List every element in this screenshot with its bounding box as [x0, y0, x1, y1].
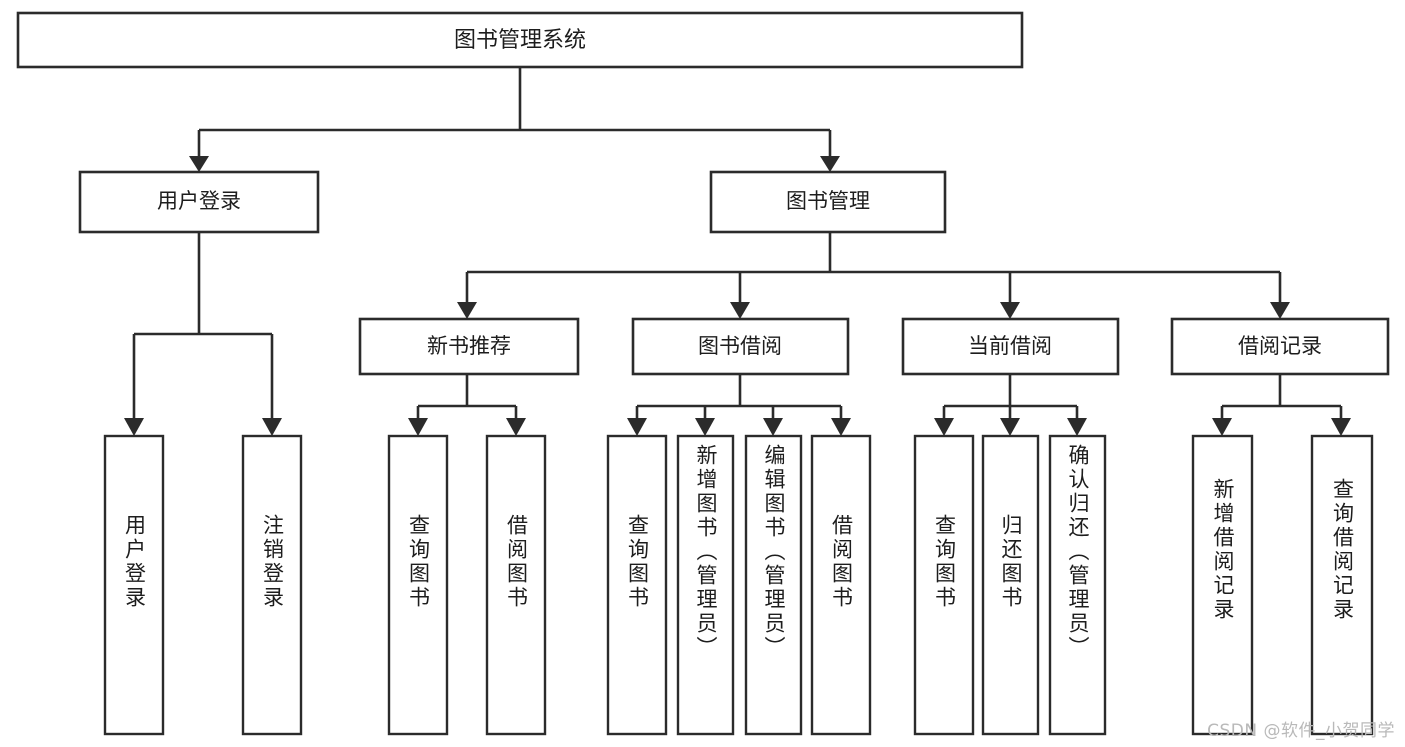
node-book-manage-label: 图书管理 [786, 189, 870, 213]
leaf-rect-bb-borrow-book[interactable] [810, 434, 872, 736]
leaf-rect-cb-query-book[interactable] [913, 434, 975, 736]
node-current-borrow-label: 当前借阅 [968, 334, 1052, 358]
arrowhead-nb-leaf2 [506, 418, 526, 436]
leaf-rect-cb-return-book[interactable] [981, 434, 1040, 736]
node-book-borrow-rect[interactable] [631, 317, 850, 376]
leaf-rect-bb-query-book[interactable] [606, 434, 668, 736]
leaf-rect-logout[interactable] [241, 434, 303, 736]
arrowhead-new-book [457, 302, 477, 319]
node-new-book-label: 新书推荐 [427, 334, 511, 358]
node-borrow-record-label: 借阅记录 [1238, 334, 1322, 358]
node-root-rect[interactable] [16, 11, 1024, 69]
leaf-rect-br-add-record[interactable] [1191, 434, 1254, 736]
arrowhead-bb-leaf2 [695, 418, 715, 436]
node-book-borrow[interactable]: 图书借阅 [631, 317, 850, 376]
arrowhead-cb-leaf3 [1067, 418, 1087, 436]
arrowhead-leaf-user-login [124, 418, 144, 436]
arrowhead-book-manage [820, 156, 840, 172]
arrowhead-bb-leaf1 [627, 418, 647, 436]
arrowhead-br-leaf1 [1212, 418, 1232, 436]
leaf-rect-nb-query-book[interactable] [387, 434, 449, 736]
leaf-rect-user-login[interactable] [103, 434, 165, 736]
leaf-rect-br-query-record[interactable] [1310, 434, 1374, 736]
node-borrow-record[interactable]: 借阅记录 [1170, 317, 1390, 376]
node-current-borrow[interactable]: 当前借阅 [901, 317, 1120, 376]
arrowhead-borrow-record [1270, 302, 1290, 319]
arrowhead-user-login [189, 156, 209, 172]
leaf-box-group [103, 434, 1374, 736]
arrowhead-cb-leaf1 [934, 418, 954, 436]
arrowhead-current-borrow [1000, 302, 1020, 319]
node-user-login-label: 用户登录 [157, 189, 241, 213]
node-book-manage-rect[interactable] [709, 170, 947, 234]
node-root[interactable]: 图书管理系统 [16, 11, 1024, 69]
node-book-borrow-label: 图书借阅 [698, 334, 782, 358]
arrowhead-nb-leaf1 [408, 418, 428, 436]
arrowhead-br-leaf2 [1331, 418, 1351, 436]
arrowhead-leaf-logout [262, 418, 282, 436]
arrowhead-cb-leaf2 [1000, 418, 1020, 436]
leaf-rect-bb-edit-book[interactable] [744, 434, 803, 736]
arrowhead-bb-leaf3 [763, 418, 783, 436]
arrowhead-bb-leaf4 [831, 418, 851, 436]
node-current-borrow-rect[interactable] [901, 317, 1120, 376]
arrowhead-book-borrow [730, 302, 750, 319]
node-new-book-rect[interactable] [358, 317, 580, 376]
leaf-rect-bb-add-book[interactable] [676, 434, 735, 736]
leaf-rect-nb-borrow-book[interactable] [485, 434, 547, 736]
connector-group [124, 67, 1351, 436]
leaf-rect-cb-confirm-return[interactable] [1048, 434, 1107, 736]
node-book-manage[interactable]: 图书管理 [709, 170, 947, 234]
node-user-login-rect[interactable] [78, 170, 320, 234]
node-root-label: 图书管理系统 [454, 28, 586, 53]
node-borrow-record-rect[interactable] [1170, 317, 1390, 376]
node-user-login[interactable]: 用户登录 [78, 170, 320, 234]
node-new-book-recommend[interactable]: 新书推荐 [358, 317, 580, 376]
